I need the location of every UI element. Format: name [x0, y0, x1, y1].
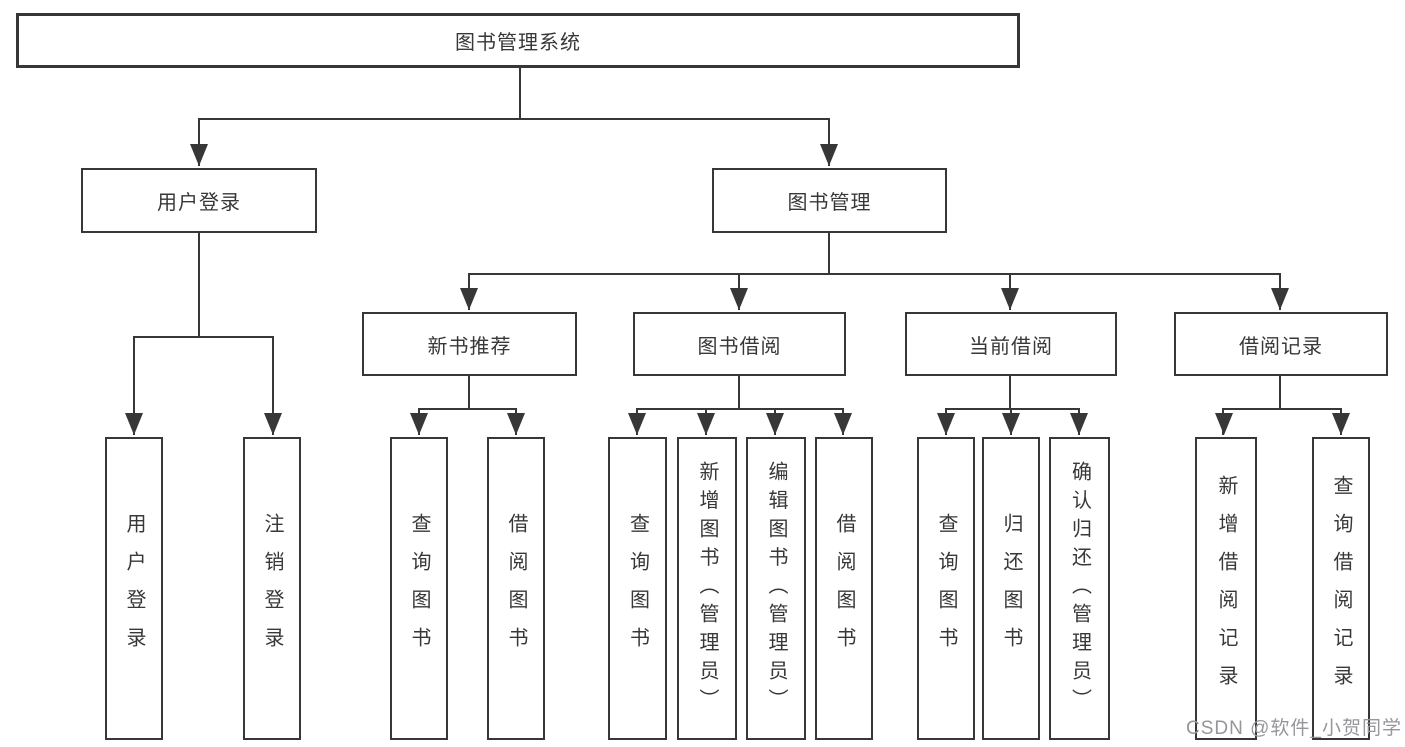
node-book-management-label: 图书管理	[787, 192, 872, 214]
node-book-borrow-label: 图书借阅	[697, 335, 782, 358]
connector-line	[198, 118, 830, 120]
arrow-down-icon	[190, 144, 208, 166]
leaf-borrow-book-recommend: 借阅图书	[487, 437, 545, 740]
arrow-down-icon	[834, 413, 852, 435]
node-borrow-record-label: 借阅记录	[1239, 335, 1323, 358]
node-current-borrow: 当前借阅	[905, 312, 1117, 376]
arrow-down-icon	[507, 413, 525, 435]
arrow-down-icon	[697, 413, 715, 435]
connector-line	[828, 233, 830, 273]
arrow-down-icon	[628, 413, 646, 435]
arrow-down-icon	[766, 413, 784, 435]
arrow-down-icon	[1070, 413, 1088, 435]
node-current-borrow-label: 当前借阅	[969, 335, 1053, 358]
arrow-down-icon	[730, 288, 748, 310]
connector-line	[468, 273, 1281, 275]
node-user-login-label: 用户登录	[157, 192, 241, 214]
connector-line	[1222, 408, 1342, 410]
leaf-query-book-recommend: 查询图书	[390, 437, 448, 740]
leaf-user-login: 用户登录	[105, 437, 163, 740]
arrow-down-icon	[125, 413, 143, 435]
arrow-down-icon	[937, 413, 955, 435]
leaf-borrow-book: 借阅图书	[815, 437, 873, 740]
leaf-return-book: 归还图书	[982, 437, 1040, 740]
connector-line	[468, 376, 470, 408]
leaf-edit-book-admin: 编辑图书（管理员）	[746, 437, 806, 740]
node-new-book-recommend: 新书推荐	[362, 312, 577, 376]
connector-line	[133, 336, 273, 338]
node-book-management: 图书管理	[712, 168, 947, 233]
arrow-down-icon	[820, 144, 838, 166]
connector-line	[1279, 376, 1281, 408]
leaf-add-book-admin: 新增图书（管理员）	[677, 437, 737, 740]
arrow-down-icon	[1215, 413, 1233, 435]
arrow-down-icon	[1271, 288, 1289, 310]
connector-line	[945, 408, 1080, 410]
arrow-down-icon	[264, 413, 282, 435]
connector-line	[272, 336, 274, 435]
arrow-down-icon	[1332, 413, 1350, 435]
node-new-book-recommend-label: 新书推荐	[427, 335, 512, 358]
arrow-down-icon	[1002, 413, 1020, 435]
leaf-query-borrow-record: 查询借阅记录	[1312, 437, 1370, 740]
node-root: 图书管理系统	[16, 13, 1020, 68]
connector-line	[519, 68, 521, 118]
arrow-down-icon	[460, 288, 478, 310]
leaf-logout: 注销登录	[243, 437, 301, 740]
node-borrow-record: 借阅记录	[1174, 312, 1388, 376]
node-root-label: 图书管理系统	[455, 32, 581, 54]
connector-line	[418, 408, 517, 410]
leaf-query-book-borrow: 查询图书	[608, 437, 667, 740]
connector-line	[1009, 376, 1011, 408]
connector-line	[636, 408, 844, 410]
connector-line	[133, 336, 135, 435]
csdn-watermark: CSDN @软件_小贺同学	[1186, 718, 1402, 739]
leaf-add-borrow-record: 新增借阅记录	[1195, 437, 1257, 740]
leaf-query-book-current: 查询图书	[917, 437, 975, 740]
arrow-down-icon	[1001, 288, 1019, 310]
connector-line	[738, 376, 740, 408]
connector-line	[198, 233, 200, 336]
node-user-login: 用户登录	[81, 168, 317, 233]
leaf-confirm-return-admin: 确认归还（管理员）	[1049, 437, 1110, 740]
connector-line	[828, 118, 830, 166]
node-book-borrow: 图书借阅	[633, 312, 846, 376]
arrow-down-icon	[410, 413, 428, 435]
connector-line	[198, 118, 200, 166]
